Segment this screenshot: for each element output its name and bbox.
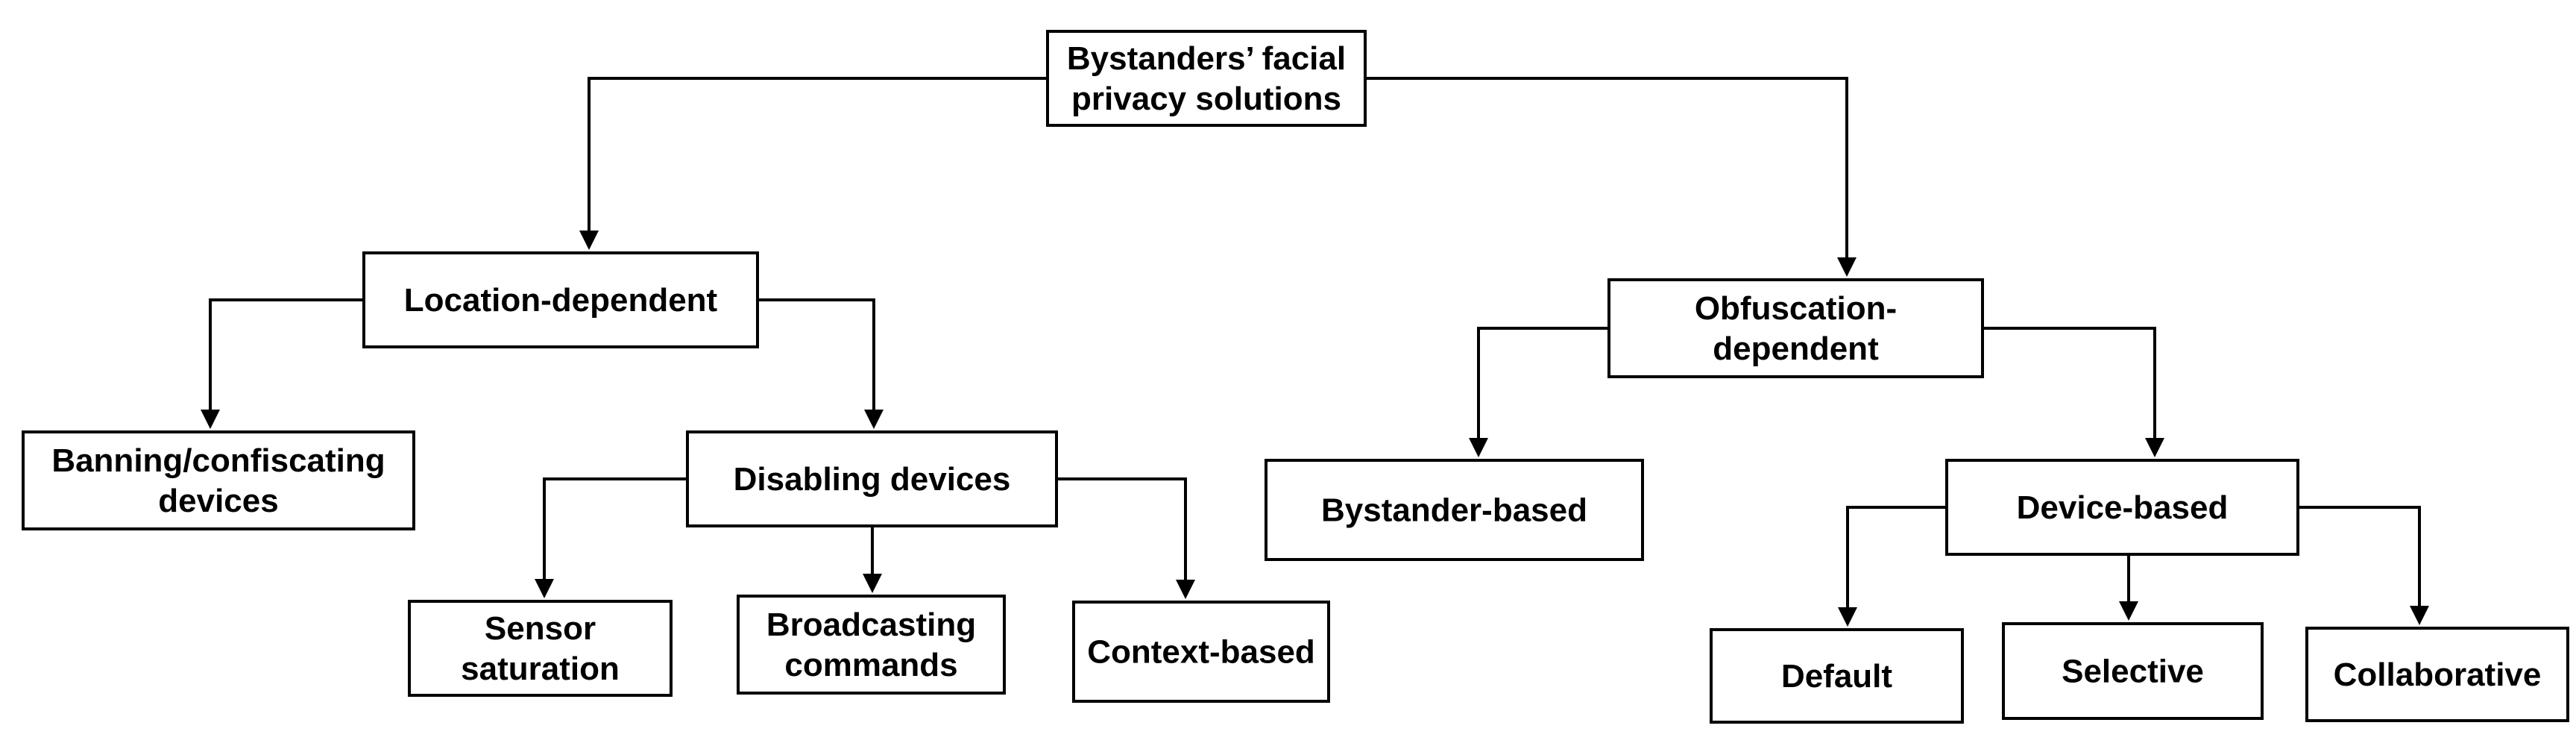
node-box [2002,622,2264,720]
arrowhead [864,410,884,429]
node-root: Bystanders’ facial privacy solutions [1046,30,1367,127]
connector-location-dependent-to-banning-confiscating [201,298,364,429]
arrowhead [201,410,220,429]
node-label: Broadcasting [766,607,976,643]
arrowhead [1837,257,1857,277]
connector-line [1056,477,1187,580]
connector-line [588,77,1048,231]
node-box [1072,601,1330,703]
node-label: Bystander-based [1321,492,1587,529]
node-label: Device-based [2017,489,2229,526]
node-disabling-devices: Disabling devices [686,430,1058,527]
node-label: privacy solutions [1071,81,1341,117]
node-selective: Selective [2002,622,2264,720]
connector-line [543,477,687,579]
node-box [362,251,759,348]
connector-disabling-devices-to-sensor-saturation [535,477,687,598]
node-label: Sensor [485,610,596,647]
connector-obfuscation-dependent-to-bystander-based [1469,327,1609,457]
arrowhead [2410,606,2429,625]
edges-layer [201,77,2429,627]
node-default: Default [1710,628,1964,724]
node-box [1046,30,1367,127]
node-box [2305,627,2569,722]
node-label: Banning/confiscating [51,442,385,479]
connector-line [1477,327,1609,438]
arrowhead [2145,438,2164,457]
node-label: Location-dependent [404,282,718,319]
connector-device-based-to-default [1838,506,1947,627]
connector-line [1846,506,1947,607]
node-box [1710,628,1964,724]
arrowhead [579,231,599,250]
connector-line [758,298,875,410]
node-broadcasting-commands: Broadcasting commands [737,595,1006,695]
connector-line [209,298,364,410]
connector-root-to-obfuscation-dependent [1365,77,1857,277]
node-box [1265,459,1644,561]
node-label: Context-based [1087,634,1315,671]
connector-line [1365,77,1848,257]
node-label: Obfuscation- [1695,290,1897,327]
node-label: Bystanders’ facial [1067,40,1346,77]
node-box [408,600,673,697]
arrowhead [535,579,554,598]
connector-obfuscation-dependent-to-device-based [1983,327,2164,457]
node-collaborative: Collaborative [2305,627,2569,722]
node-label: devices [158,483,278,519]
node-sensor-saturation: Sensor saturation [408,600,673,697]
nodes-layer: Bystanders’ facial privacy solutionsLocat… [22,30,2569,724]
node-label: commands [784,647,957,683]
connector-line [2298,506,2421,606]
arrowhead [2119,601,2138,621]
connector-line [1983,327,2156,438]
arrowhead [1469,438,1488,457]
node-box [22,430,415,530]
node-label: Default [1781,658,1892,695]
node-box [737,595,1006,695]
node-banning-confiscating: Banning/confiscating devices [22,430,415,530]
connector-root-to-location-dependent [579,77,1048,250]
connector-device-based-to-collaborative [2298,506,2429,625]
node-label: Disabling devices [734,461,1011,498]
node-device-based: Device-based [1945,459,2299,556]
node-bystander-based: Bystander-based [1265,459,1644,561]
arrowhead [1838,607,1857,627]
connector-disabling-devices-to-broadcasting-commands [863,526,882,593]
node-box [1945,459,2299,556]
node-label: saturation [461,651,620,687]
node-context-based: Context-based [1072,601,1330,703]
connector-device-based-to-selective [2119,554,2138,621]
node-label: Collaborative [2334,657,2542,693]
connector-disabling-devices-to-context-based [1056,477,1195,599]
node-location-dependent: Location-dependent [362,251,759,348]
node-label: Selective [2062,654,2204,690]
connector-location-dependent-to-disabling-devices [758,298,884,429]
arrowhead [863,574,882,593]
arrowhead [1176,580,1195,599]
node-obfuscation-dependent: Obfuscation-dependent [1607,278,1984,378]
node-box [1607,278,1984,378]
node-box [686,430,1058,527]
node-label: dependent [1713,330,1879,367]
